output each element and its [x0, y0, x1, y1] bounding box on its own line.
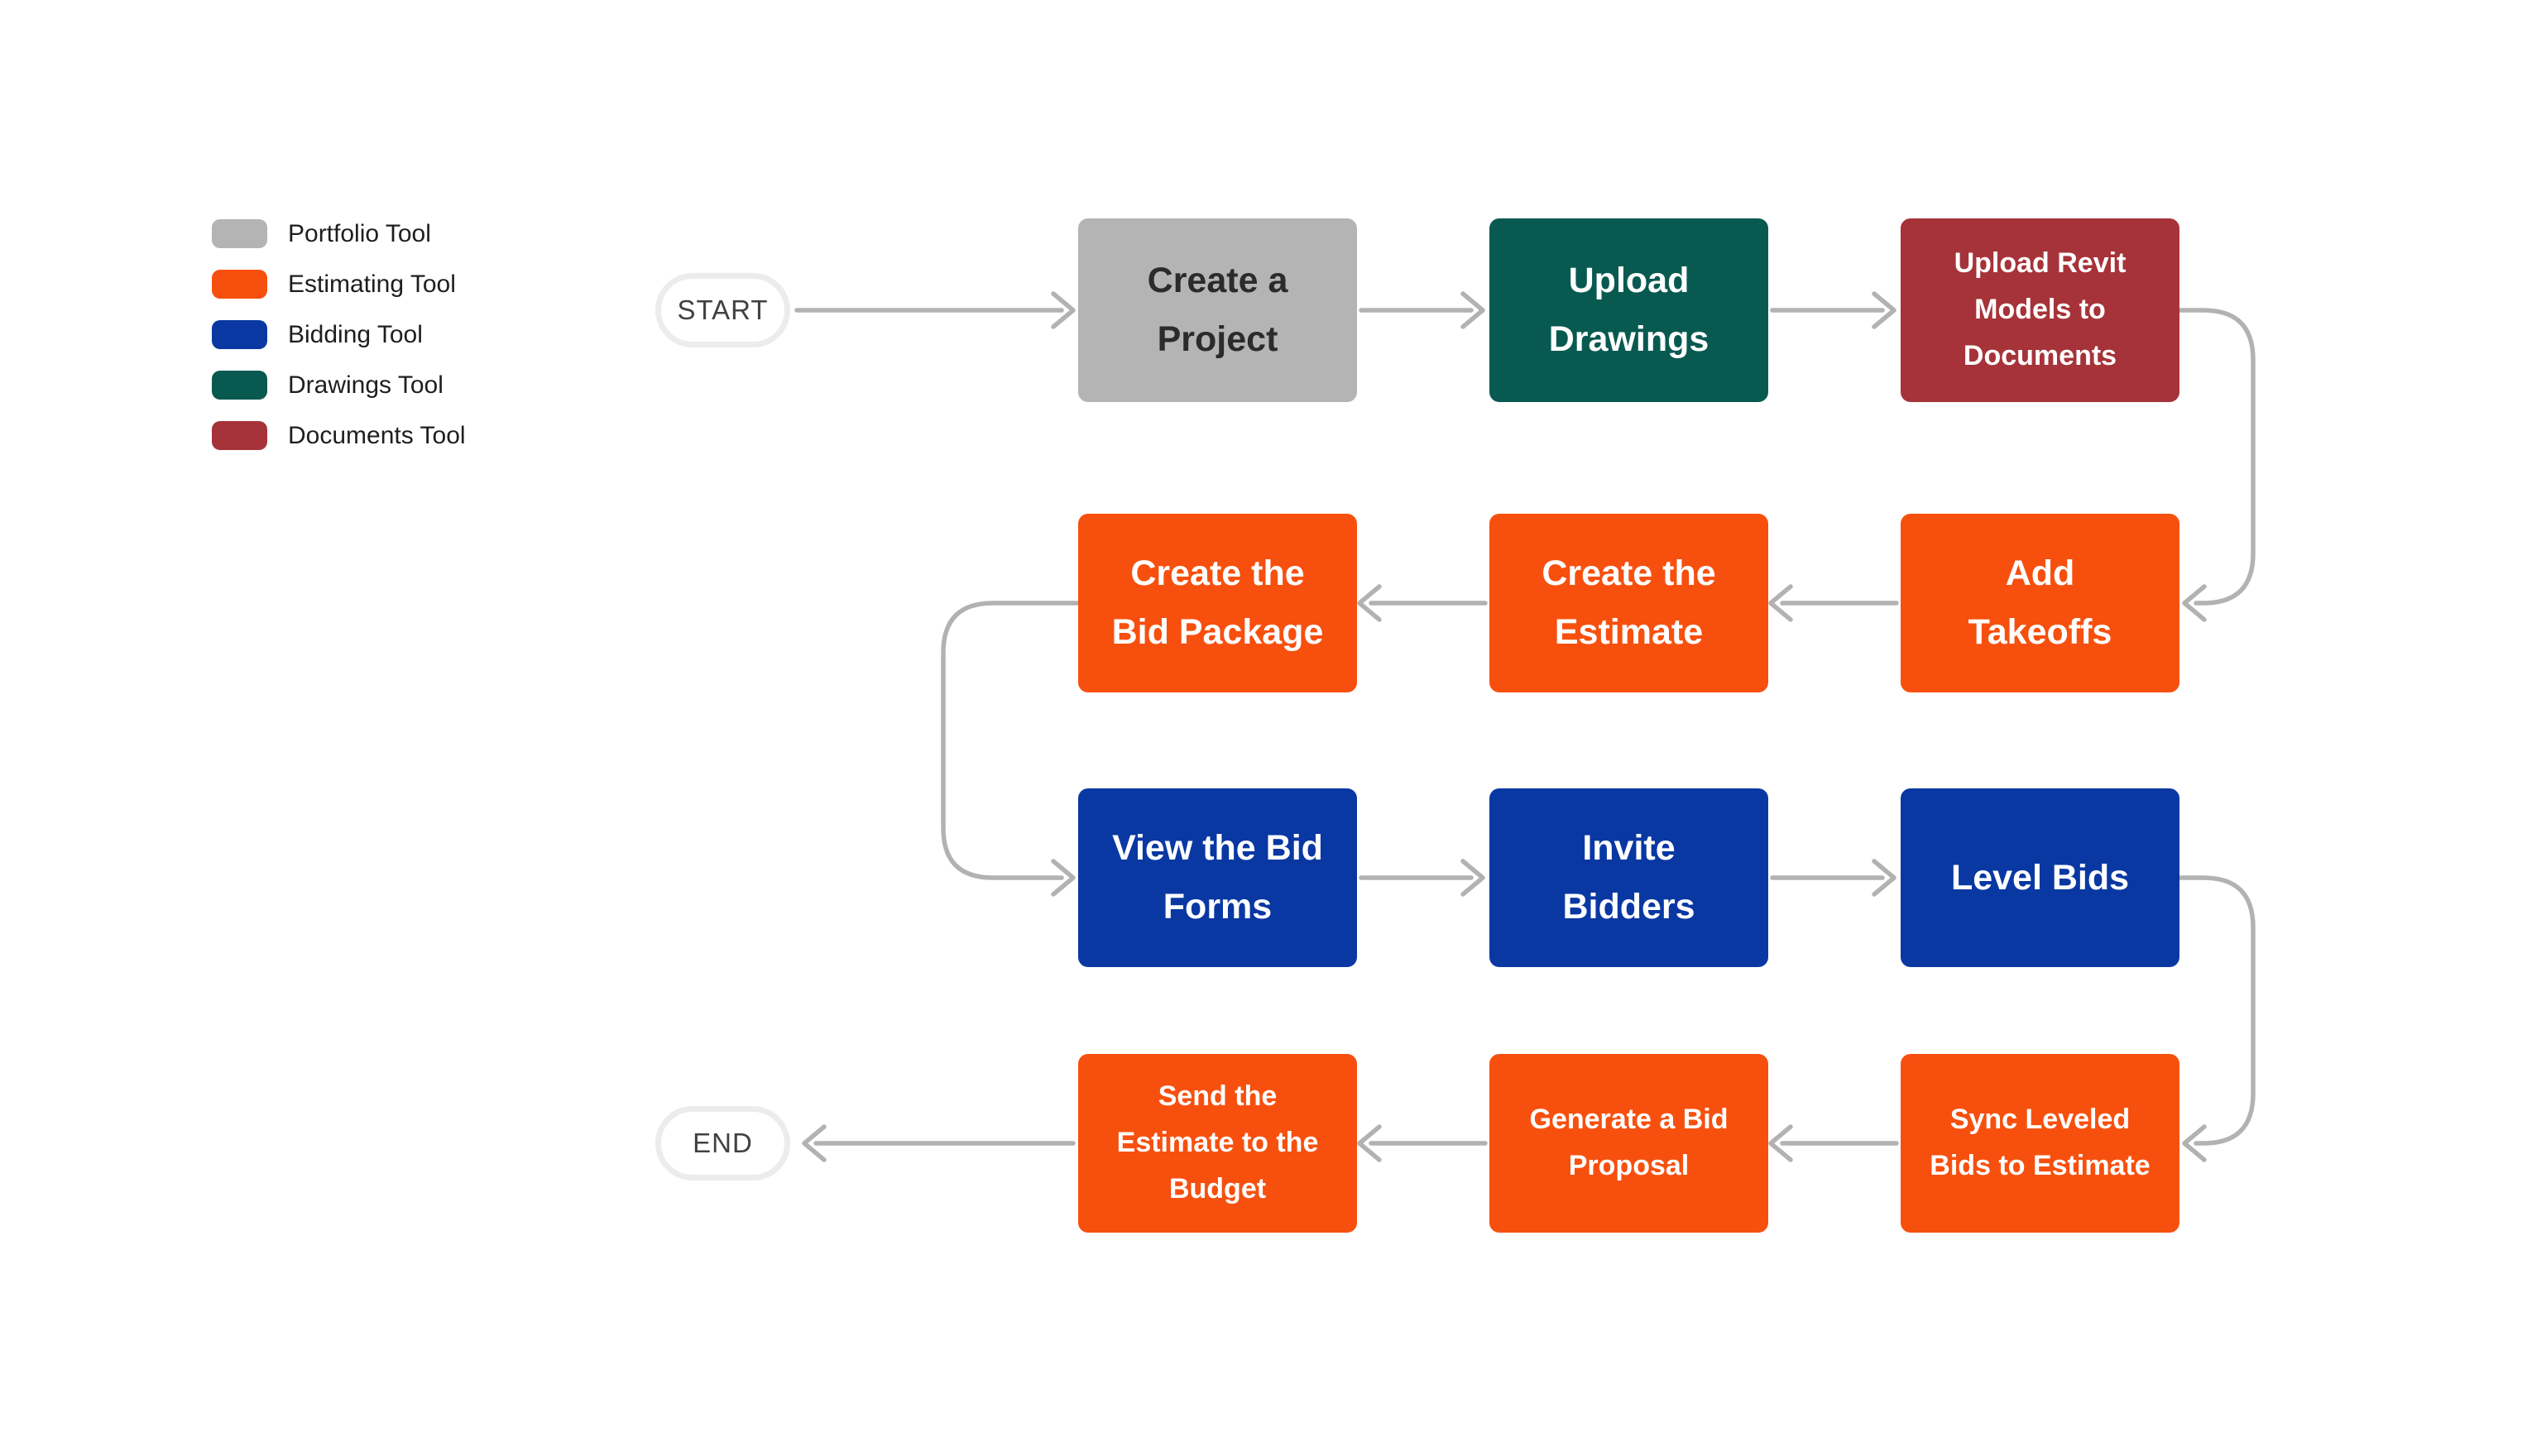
node-create-project: Create a Project — [1078, 218, 1357, 402]
node-create-bid-package: Create the Bid Package — [1078, 514, 1357, 692]
node-label: Generate a Bid Proposal — [1529, 1104, 1729, 1181]
node-label: Sync Leveled Bids to Estimate — [1930, 1104, 2151, 1181]
arrow-create-bid-package-to-view-bid-forms — [941, 601, 1081, 880]
legend-label: Documents Tool — [288, 421, 466, 449]
node-create-estimate: Create the Estimate — [1489, 514, 1768, 692]
arrowhead-right-icon — [1460, 291, 1485, 329]
node-invite-bidders: Invite Bidders — [1489, 788, 1768, 967]
arrowhead-right-icon — [1460, 859, 1485, 897]
legend-item-bidding: Bidding Tool — [212, 320, 466, 349]
arrowhead-left-icon — [2182, 1124, 2207, 1162]
arrowhead-right-icon — [1051, 859, 1076, 897]
legend: Portfolio Tool Estimating Tool Bidding T… — [212, 219, 466, 472]
node-upload-drawings: Upload Drawings — [1489, 218, 1768, 402]
legend-label: Estimating Tool — [288, 270, 456, 298]
node-level-bids: Level Bids — [1901, 788, 2179, 967]
node-label: Create the Estimate — [1542, 553, 1716, 652]
end-label: END — [693, 1128, 753, 1158]
legend-label: Bidding Tool — [288, 320, 423, 348]
legend-item-drawings: Drawings Tool — [212, 371, 466, 400]
node-send-estimate-to-budget: Send the Estimate to the Budget — [1078, 1054, 1357, 1233]
arrowhead-left-icon — [802, 1124, 827, 1162]
node-label: View the Bid Forms — [1112, 828, 1323, 927]
arrow-upload-revit-to-add-takeoffs — [2177, 308, 2256, 606]
node-generate-bid-proposal: Generate a Bid Proposal — [1489, 1054, 1768, 1233]
node-view-bid-forms: View the Bid Forms — [1078, 788, 1357, 967]
legend-item-documents: Documents Tool — [212, 421, 466, 450]
legend-label: Drawings Tool — [288, 371, 444, 399]
arrowhead-right-icon — [1872, 859, 1896, 897]
documents-color-swatch — [212, 421, 267, 450]
arrowhead-left-icon — [1768, 1124, 1793, 1162]
arrowhead-left-icon — [2182, 584, 2207, 622]
start-label: START — [677, 295, 769, 325]
arrowhead-left-icon — [1768, 584, 1793, 622]
node-label: Add Takeoffs — [1968, 553, 2112, 652]
end-node: END — [655, 1106, 790, 1181]
legend-label: Portfolio Tool — [288, 219, 431, 247]
arrow-level-bids-to-sync-leveled-bids — [2177, 875, 2256, 1146]
node-add-takeoffs: Add Takeoffs — [1901, 514, 2179, 692]
node-label: Upload Revit Models to Documents — [1954, 247, 2127, 371]
node-label: Send the Estimate to the Budget — [1116, 1080, 1319, 1205]
portfolio-color-swatch — [212, 219, 267, 248]
arrowhead-right-icon — [1872, 291, 1896, 329]
estimating-color-swatch — [212, 270, 267, 299]
arrowhead-left-icon — [1357, 584, 1382, 622]
node-label: Level Bids — [1950, 857, 2130, 898]
node-label: Create a Project — [1147, 261, 1288, 359]
start-node: START — [655, 273, 790, 347]
node-label: Upload Drawings — [1548, 261, 1709, 359]
drawings-color-swatch — [212, 371, 267, 400]
node-label: Invite Bidders — [1562, 828, 1695, 927]
node-label: Create the Bid Package — [1111, 553, 1324, 652]
legend-item-estimating: Estimating Tool — [212, 270, 466, 299]
arrowhead-left-icon — [1357, 1124, 1382, 1162]
legend-item-portfolio: Portfolio Tool — [212, 219, 466, 248]
node-upload-revit-models: Upload Revit Models to Documents — [1901, 218, 2179, 402]
node-sync-leveled-bids: Sync Leveled Bids to Estimate — [1901, 1054, 2179, 1233]
bidding-color-swatch — [212, 320, 267, 349]
arrowhead-right-icon — [1051, 291, 1076, 329]
